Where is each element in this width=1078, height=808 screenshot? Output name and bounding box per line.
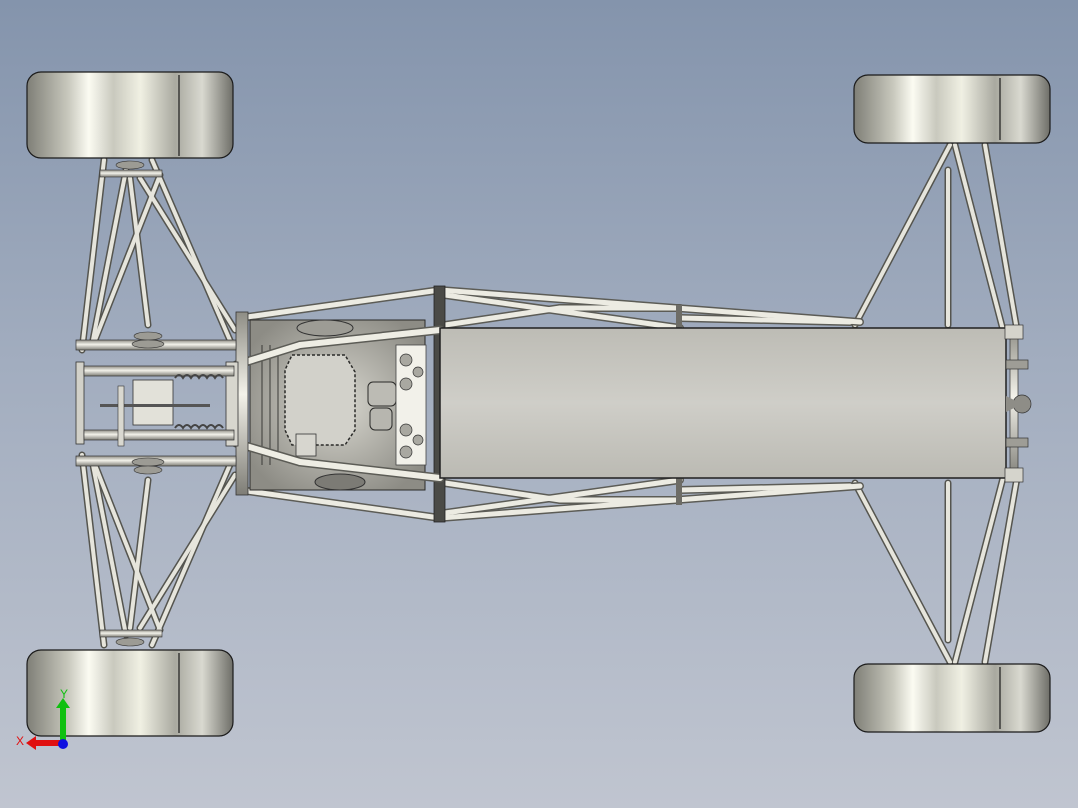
axis-triad	[26, 698, 70, 750]
rear-left-wheel[interactable]	[26, 649, 234, 737]
engine-bay-tubes	[225, 311, 445, 496]
front-right-wheel[interactable]	[853, 74, 1051, 144]
rear-suspension	[75, 160, 237, 647]
steering-rack	[1004, 324, 1032, 483]
engine	[249, 319, 427, 491]
rear-right-wheel[interactable]	[853, 663, 1051, 733]
y-axis-label: Y	[60, 687, 69, 701]
front-left-wheel[interactable]	[26, 71, 234, 159]
tube-frame	[78, 141, 1021, 666]
cockpit-floor-panel	[439, 327, 1007, 479]
x-axis-label: X	[16, 734, 25, 748]
